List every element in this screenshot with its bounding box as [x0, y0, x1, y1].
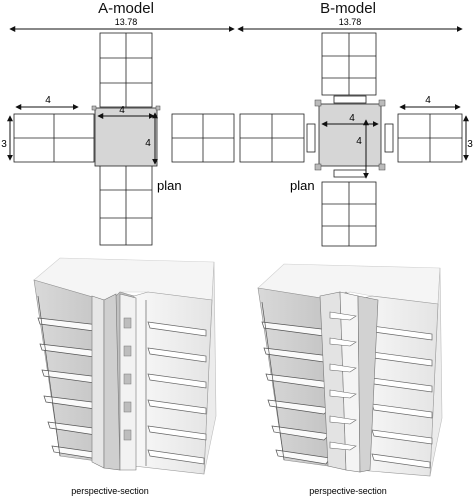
perspective-section-b: perspective-section	[257, 263, 443, 496]
plan-a: A-model 13.78	[1, 0, 235, 246]
core-b	[318, 103, 382, 167]
arm-length-label-b: 4	[425, 95, 431, 106]
section-label-b: perspective-section	[309, 486, 387, 496]
bottom-arm-a	[99, 164, 153, 246]
model-a-title: A-model	[98, 0, 154, 17]
arm-width-label-a: 3	[1, 139, 7, 150]
bottom-arm-b	[321, 181, 377, 247]
arm-length-label-a: 4	[45, 95, 51, 106]
model-b-title: B-model	[320, 0, 376, 17]
core-width-label-a: 4	[119, 105, 125, 116]
right-arm-a	[171, 113, 235, 163]
perspective-section-a: perspective-section	[33, 257, 217, 496]
top-arm-b	[321, 32, 377, 96]
plan-label-a: plan	[157, 178, 182, 193]
top-arm-a	[99, 32, 153, 108]
left-arm-b	[239, 113, 305, 163]
core-width-label-b: 4	[349, 113, 355, 124]
left-arm-a	[13, 113, 95, 163]
arm-width-label-b: 3	[467, 139, 473, 150]
core-height-label-b: 4	[356, 136, 362, 147]
plan-b: B-model 13.78	[237, 0, 473, 247]
core-height-label-a: 4	[145, 138, 151, 149]
plan-label-b: plan	[290, 178, 315, 193]
span-label-a: 13.78	[115, 17, 138, 27]
span-label-b: 13.78	[339, 17, 362, 27]
core-a	[94, 107, 158, 167]
right-arm-b	[397, 113, 463, 163]
section-label-a: perspective-section	[71, 486, 149, 496]
